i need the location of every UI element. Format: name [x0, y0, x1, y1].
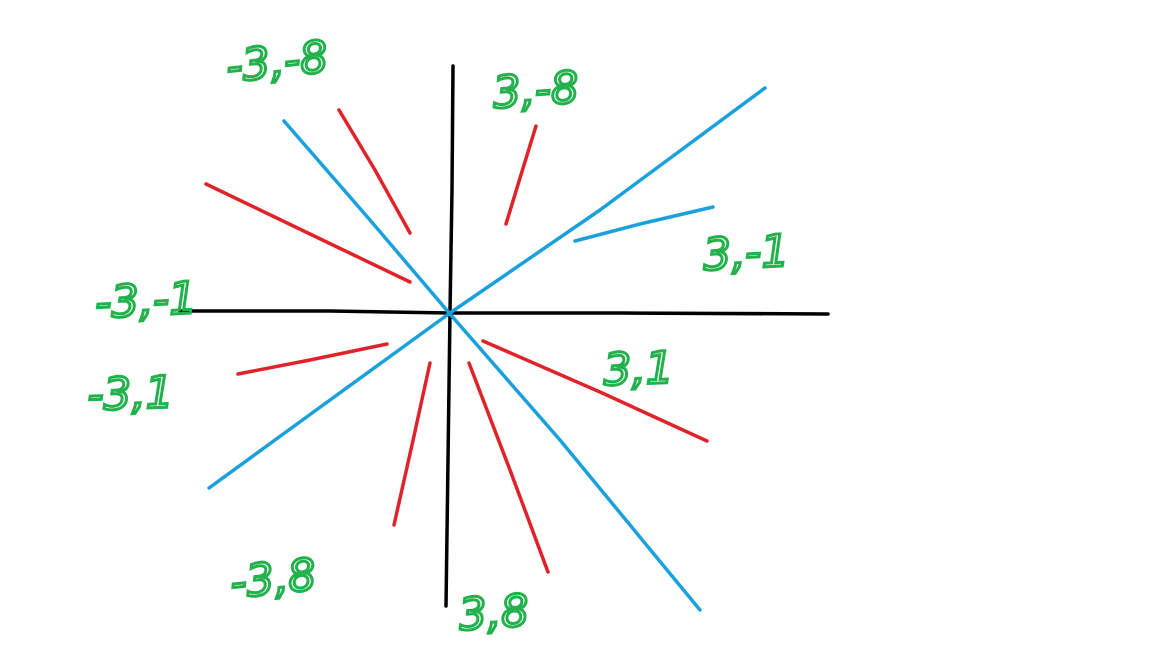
blue-lines	[207, 86, 767, 612]
label-left-upper: -3,-1	[94, 273, 198, 329]
labels: -3,-8 3,-8 3,-1 -3,-1 3,1 -3,1 -3,8 3,8	[85, 30, 792, 642]
label-top-left: -3,-8	[224, 32, 331, 93]
label-right-upper: 3,-1	[702, 226, 790, 281]
label-bottom-left: -3,8	[228, 549, 319, 609]
red-line-upper-left-shallow	[204, 182, 412, 284]
blue-line-short	[573, 205, 715, 243]
blue-line-diagonal-up	[207, 86, 767, 490]
red-line-lower-right-shallow	[481, 339, 709, 443]
red-line-lower-left-shallow	[236, 342, 389, 376]
label-top-right: 3,-8	[491, 62, 580, 119]
red-line-lower-right-steep	[467, 361, 550, 574]
red-line-upper-right	[504, 124, 538, 226]
label-left-lower: -3,1	[87, 367, 175, 421]
red-lines	[204, 108, 709, 574]
red-line-lower-left-steep	[392, 361, 432, 527]
label-bottom-right: 3,8	[457, 585, 530, 641]
red-line-upper-left-steep	[337, 108, 412, 235]
label-right-lower: 3,1	[603, 343, 675, 396]
